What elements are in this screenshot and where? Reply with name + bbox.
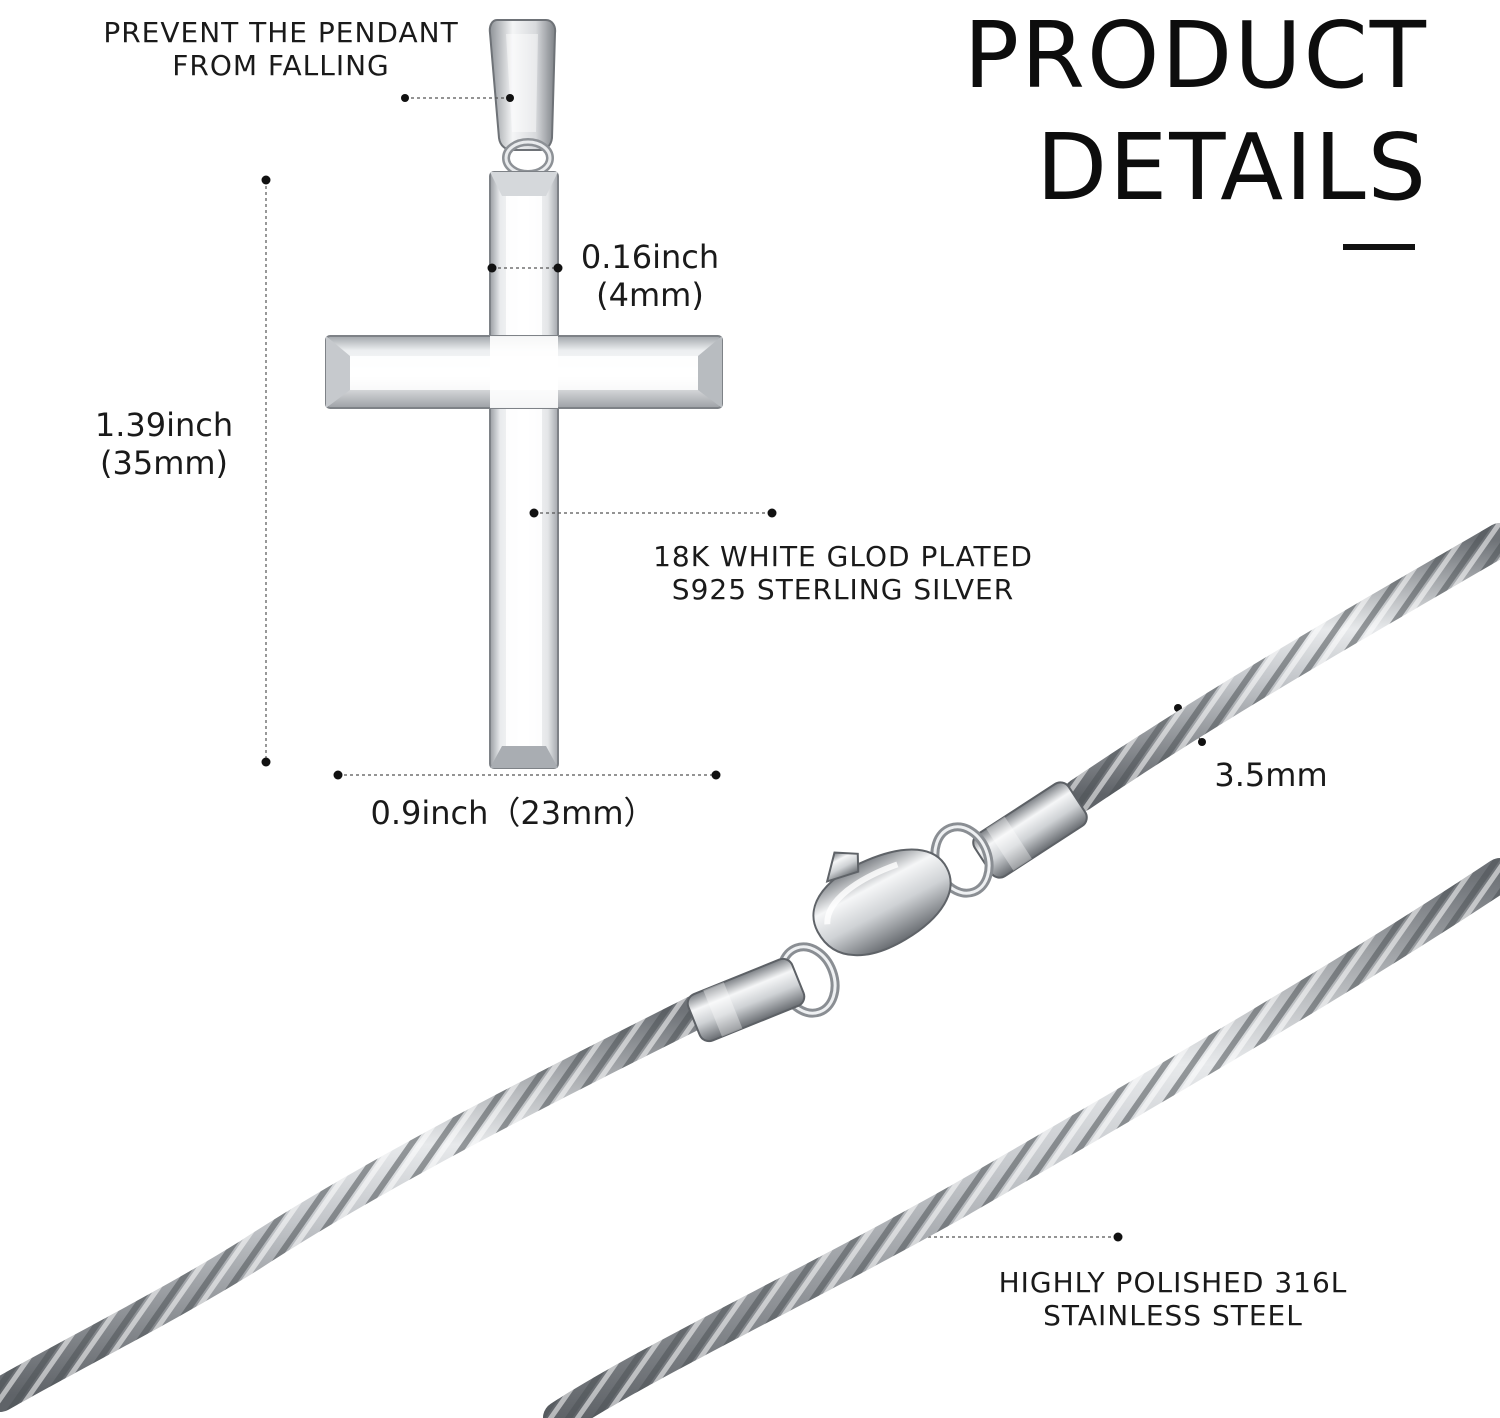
width-label: 0.9inch（23mm） bbox=[370, 794, 656, 832]
rope-chain-upper bbox=[1063, 523, 1500, 812]
heading-line-2: DETAILS bbox=[1036, 114, 1428, 221]
pendant-bail bbox=[488, 19, 557, 178]
width-dimension: 0.9inch（23mm） bbox=[368, 794, 658, 832]
material-callout: 18K WHITE GLOD PLATED S925 STERLING SILV… bbox=[650, 540, 1036, 606]
chain-material-callout-line1: HIGHLY POLISHED 316L bbox=[998, 1266, 1348, 1299]
rope-chain-right bbox=[543, 858, 1500, 1418]
product-details-heading: PRODUCT DETAILS bbox=[964, 0, 1428, 224]
heading-line-1: PRODUCT bbox=[963, 2, 1428, 109]
chain-width-dimension: 3.5mm bbox=[1206, 756, 1336, 794]
chain-material-callout-line2: STAINLESS STEEL bbox=[1043, 1299, 1303, 1332]
bail-callout-line1: PREVENT THE PENDANT bbox=[103, 16, 459, 49]
cross-pendant bbox=[325, 171, 723, 769]
material-callout-line1: 18K WHITE GLOD PLATED bbox=[653, 540, 1033, 573]
bar-width-dimension: 0.16inch (4mm) bbox=[572, 238, 728, 314]
bail-callout-line2: FROM FALLING bbox=[172, 49, 390, 82]
dimension-lines bbox=[265, 97, 1203, 1238]
bar-width-mm: (4mm) bbox=[596, 276, 704, 314]
heading-underline bbox=[1343, 244, 1415, 250]
rope-chain-left bbox=[0, 993, 717, 1412]
bar-width-inch: 0.16inch bbox=[580, 238, 720, 276]
height-mm: (35mm) bbox=[99, 444, 229, 482]
bail-callout: PREVENT THE PENDANT FROM FALLING bbox=[88, 16, 474, 82]
chain-clasp bbox=[686, 781, 1088, 1043]
height-inch: 1.39inch bbox=[94, 406, 234, 444]
chain-width-label: 3.5mm bbox=[1214, 756, 1328, 794]
chain-material-callout: HIGHLY POLISHED 316L STAINLESS STEEL bbox=[990, 1266, 1356, 1332]
material-callout-line2: S925 STERLING SILVER bbox=[671, 573, 1015, 606]
height-dimension: 1.39inch (35mm) bbox=[86, 406, 242, 482]
dimension-dots bbox=[261, 94, 1206, 1242]
